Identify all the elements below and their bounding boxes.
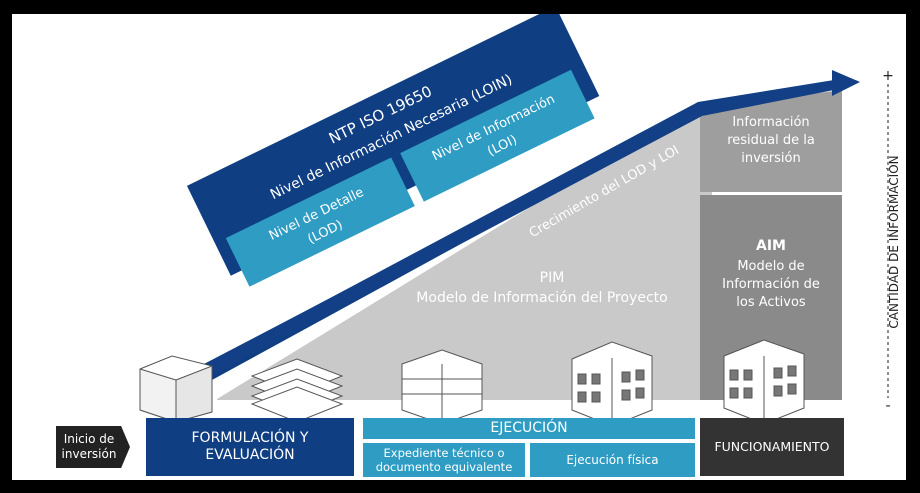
inicio-box: Inicio de inversión bbox=[56, 426, 130, 468]
pim-subtitle: Modelo de Información del Proyecto bbox=[416, 290, 667, 306]
building-icon-facade bbox=[571, 341, 653, 427]
scale-label: CANTIDAD DE INFORMACIÓN bbox=[886, 155, 901, 328]
building-icon-operation bbox=[723, 339, 805, 425]
building-icon-massing bbox=[139, 355, 213, 423]
aim-line-3: los Activos bbox=[736, 295, 806, 310]
building-icon-structure bbox=[401, 349, 483, 425]
lod-box bbox=[225, 157, 415, 287]
formulacion-label: FORMULACIÓN Y EVALUACIÓN bbox=[191, 429, 309, 464]
scale-plus: + bbox=[882, 68, 894, 84]
residual-line-1: Información bbox=[732, 115, 809, 130]
growth-arrow-head bbox=[832, 70, 860, 96]
growth-arrow bbox=[202, 74, 858, 380]
loi-box bbox=[400, 69, 595, 202]
funcionamiento-box: FUNCIONAMIENTO bbox=[700, 418, 844, 476]
scale-minus: - bbox=[885, 398, 890, 414]
diagram-canvas: NTP ISO 19650 Nivel de Información Neces… bbox=[139, 14, 901, 427]
building-icon-slabs bbox=[250, 358, 344, 423]
residual-line-3: inversión bbox=[741, 151, 800, 166]
ejecucion-label: EJECUCIÓN bbox=[490, 419, 568, 436]
aim-line-1: Modelo de bbox=[737, 259, 804, 274]
aim-line-2: Información de bbox=[722, 277, 820, 292]
fisica-label: Ejecución física bbox=[566, 452, 659, 467]
residual-area bbox=[700, 90, 842, 192]
expediente-box: Expediente técnico o documento equivalen… bbox=[363, 443, 525, 477]
pim-title: PIM bbox=[540, 270, 565, 286]
residual-line-2: residual de la bbox=[727, 133, 815, 148]
fisica-box: Ejecución física bbox=[530, 443, 695, 477]
aim-title: AIM bbox=[756, 238, 786, 254]
pim-area bbox=[217, 102, 712, 400]
expediente-label: Expediente técnico o documento equivalen… bbox=[375, 445, 513, 474]
diagram-frame: NTP ISO 19650 Nivel de Información Neces… bbox=[12, 14, 906, 480]
ejecucion-box: EJECUCIÓN bbox=[363, 418, 695, 439]
formulacion-box: FORMULACIÓN Y EVALUACIÓN bbox=[146, 418, 354, 476]
inicio-label: Inicio de inversión bbox=[61, 432, 117, 461]
funcionamiento-label: FUNCIONAMIENTO bbox=[714, 439, 830, 455]
